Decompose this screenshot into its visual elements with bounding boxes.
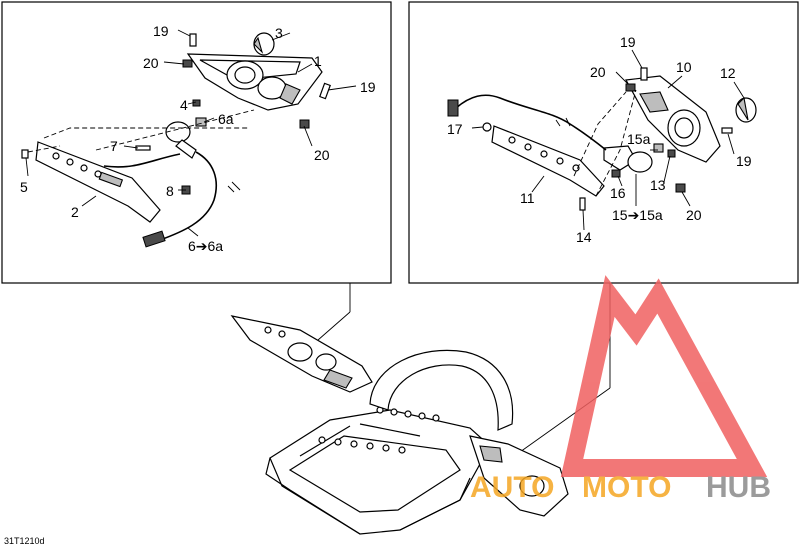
lens-3	[253, 32, 275, 56]
callout-19-right-right: 19	[736, 153, 752, 169]
screw-14	[579, 197, 586, 211]
callout-1: 1	[314, 53, 322, 69]
nut-13	[667, 149, 676, 158]
assembly-line-b	[95, 109, 255, 151]
callout-20-top-right: 20	[590, 64, 606, 80]
watermark-logo: AUTO MOTO HUB	[470, 275, 771, 504]
callout-2: 2	[71, 204, 79, 220]
callout-16: 16	[610, 185, 626, 201]
callout-7: 7	[110, 138, 118, 154]
tail-light-housing-right	[625, 75, 721, 163]
bulb-socket-15	[603, 143, 664, 173]
tail-light-housing-left	[186, 53, 323, 111]
callout-8: 8	[166, 183, 174, 199]
wiring-harness-left	[103, 151, 241, 248]
callout-20-bottom-right: 20	[686, 207, 702, 223]
callout-19-right-left: 19	[360, 79, 376, 95]
right-panel-border	[408, 1, 799, 284]
nut-20-bottom-right	[675, 183, 686, 193]
callout-19-top-left: 19	[153, 23, 169, 39]
callout-13: 13	[650, 177, 666, 193]
screw-17	[482, 122, 492, 132]
callout-20-top-left: 20	[143, 55, 159, 71]
screw-19-right-left	[319, 82, 331, 100]
callout-15-to-15a: 15➔15a	[612, 207, 663, 223]
callout-19-top-right: 19	[620, 34, 636, 50]
callout-12: 12	[720, 65, 736, 81]
right-detail-panel: 19 20 10 12 19 17 15a 13 16 11 20 15➔15a…	[408, 1, 799, 284]
screw-19-right-right	[721, 127, 733, 134]
callout-20-bottom-left: 20	[314, 147, 330, 163]
mounting-bracket-2	[35, 141, 161, 223]
callout-10: 10	[676, 59, 692, 75]
screw-19-top-left	[189, 33, 197, 47]
callout-14: 14	[576, 229, 592, 245]
assembly-line-c	[27, 145, 61, 153]
callout-6a: 6a	[218, 111, 234, 127]
nut-16	[611, 169, 621, 178]
mounting-bracket-11	[491, 125, 605, 197]
callout-17: 17	[447, 121, 463, 137]
callout-6-to-6a: 6➔6a	[188, 238, 223, 254]
callout-3: 3	[275, 25, 283, 41]
nut-20-top-right	[625, 83, 636, 92]
screw-5	[21, 149, 29, 159]
screw-7	[135, 145, 151, 151]
callout-4: 4	[180, 97, 188, 113]
left-detail-panel: 19 20 3 1 19 4 6a 20 7 8 5 2 6➔6a	[1, 1, 392, 284]
lens-12	[735, 96, 757, 123]
watermark-triangle-icon	[560, 275, 768, 477]
figure-reference: 31T1210d	[4, 536, 45, 546]
nut-4	[192, 99, 201, 107]
bulb-socket-6	[165, 117, 207, 159]
wiring-harness-right	[447, 94, 607, 151]
screw-19-top-right	[640, 67, 648, 81]
callout-15a: 15a	[627, 131, 651, 147]
watermark-word-auto: AUTO	[470, 471, 554, 504]
left-panel-border	[1, 1, 392, 284]
frame-rail-holes	[318, 406, 440, 454]
frame-assembly-overview	[230, 283, 611, 535]
callout-5: 5	[20, 179, 28, 195]
watermark-word-hub: HUB	[706, 471, 771, 504]
nut-20-top-left	[182, 59, 193, 68]
watermark-word-moto: MOTO	[582, 471, 671, 504]
callout-11: 11	[520, 190, 535, 206]
assembly-line-d	[595, 89, 637, 197]
assembly-line-a	[43, 127, 250, 139]
assembly-line-e	[573, 91, 627, 177]
